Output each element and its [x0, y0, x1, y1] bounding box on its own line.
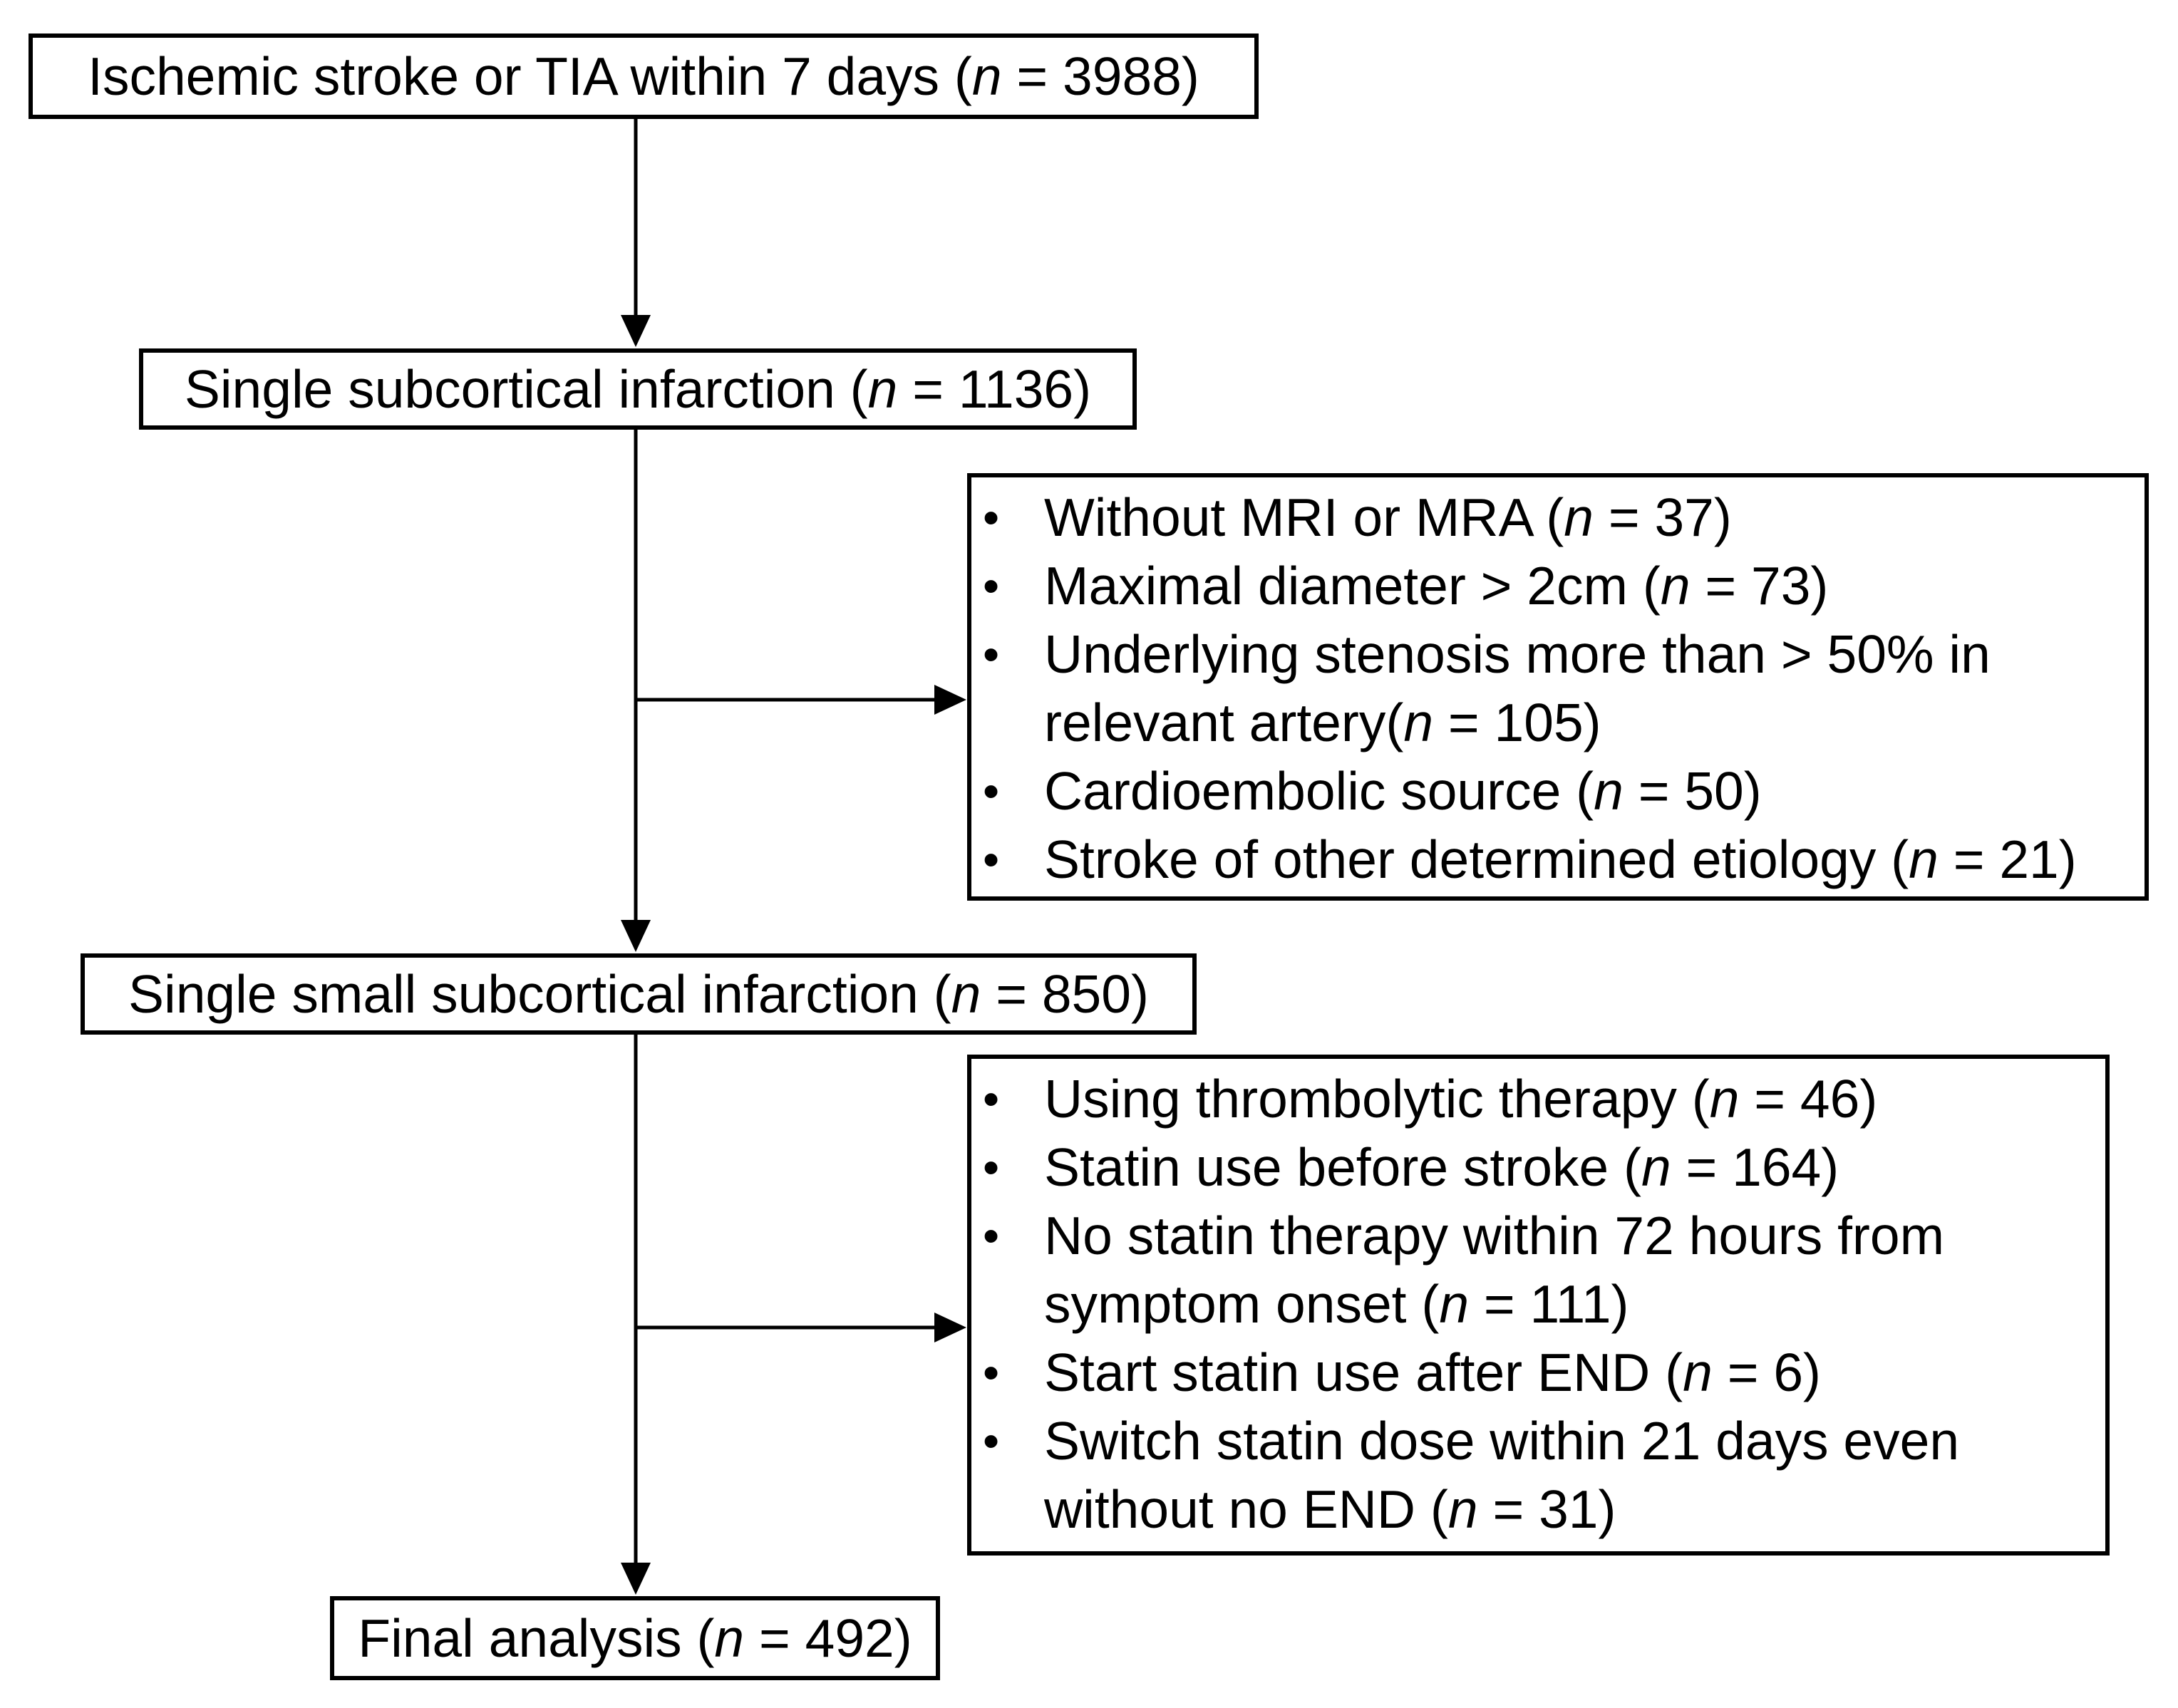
n-italic: n: [1709, 1069, 1740, 1129]
arrowhead-branch-exclusions1: [934, 685, 966, 715]
bullet-icon: •: [983, 833, 1000, 886]
n-italic: n: [714, 1608, 745, 1668]
exclusion-text: Switch statin dose within 21 days even: [1044, 1410, 1959, 1471]
text-segment: = 21): [1938, 829, 2077, 889]
text-segment: Using thrombolytic therapy (: [1044, 1069, 1710, 1129]
exclusion-text: Using thrombolytic therapy (n = 46): [1044, 1068, 1877, 1129]
text-segment: = 111): [1469, 1274, 1629, 1334]
flow-box-ischemic-stroke: Ischemic stroke or TIA within 7 days (n …: [29, 33, 1259, 119]
arrowhead-box2-box3: [621, 920, 651, 952]
text-segment: Single subcortical infarction (: [184, 358, 868, 419]
bullet-icon: •: [983, 1209, 1000, 1262]
exclusion-text: Stroke of other determined etiology (n =…: [1044, 829, 2077, 890]
exclusion-text: without no END (n = 31): [1044, 1479, 1616, 1540]
n-italic: n: [1447, 1479, 1478, 1539]
n-italic: n: [1564, 487, 1594, 547]
exclusion-item: • Without MRI or MRA (n = 37): [971, 483, 2145, 552]
text-segment: relevant artery(: [1044, 693, 1404, 752]
exclusion-item: • Underlying stenosis more than > 50% in: [971, 620, 2145, 688]
exclusion-box-treatment-criteria: • Using thrombolytic therapy (n = 46) • …: [967, 1055, 2110, 1556]
exclusion-text: Cardioembolic source (n = 50): [1044, 760, 1762, 822]
text-segment: = 46): [1739, 1069, 1878, 1129]
exclusion-item-continuation: relevant artery(n = 105): [971, 688, 2145, 757]
flow-box-final-analysis: Final analysis (n = 492): [330, 1596, 940, 1680]
text-segment: Stroke of other determined etiology (: [1044, 829, 1909, 889]
exclusion-text: relevant artery(n = 105): [1044, 692, 1601, 753]
exclusion-item: • Statin use before stroke (n = 164): [971, 1133, 2105, 1201]
n-italic: n: [1641, 1137, 1671, 1197]
flow-box-text: Final analysis (n = 492): [358, 1611, 912, 1665]
bullet-icon: •: [983, 765, 1000, 817]
text-segment: = 50): [1623, 761, 1762, 821]
bullet-icon: •: [983, 491, 1000, 544]
text-segment: Single small subcortical infarction (: [128, 963, 951, 1024]
bullet-icon: •: [983, 628, 1000, 680]
n-italic: n: [951, 963, 981, 1024]
text-segment: without no END (: [1044, 1479, 1448, 1539]
bullet-icon: •: [983, 1346, 1000, 1399]
flow-box-single-subcortical-infarction: Single subcortical infarction (n = 1136): [139, 348, 1137, 430]
exclusion-box-imaging-criteria: • Without MRI or MRA (n = 37) • Maximal …: [967, 473, 2149, 901]
arrowhead-branch-exclusions2: [934, 1313, 966, 1342]
n-italic: n: [1909, 829, 1939, 889]
text-segment: = 37): [1594, 487, 1732, 547]
exclusion-text: Without MRI or MRA (n = 37): [1044, 487, 1732, 548]
text-segment: = 6): [1712, 1342, 1822, 1402]
text-segment: No statin therapy within 72 hours from: [1044, 1206, 1945, 1266]
exclusion-item: • Stroke of other determined etiology (n…: [971, 825, 2145, 894]
bullet-icon: •: [983, 1414, 1000, 1467]
text-segment: Without MRI or MRA (: [1044, 487, 1564, 547]
n-italic: n: [1660, 556, 1691, 616]
text-segment: symptom onset (: [1044, 1274, 1440, 1334]
text-segment: = 492): [744, 1608, 912, 1668]
n-italic: n: [1439, 1274, 1470, 1334]
flow-box-text: Single small subcortical infarction (n =…: [128, 967, 1149, 1021]
exclusion-item: • Maximal diameter > 2cm (n = 73): [971, 552, 2145, 620]
exclusion-text: symptom onset (n = 111): [1044, 1273, 1629, 1335]
exclusion-text: Statin use before stroke (n = 164): [1044, 1137, 1839, 1198]
flow-box-text: Single subcortical infarction (n = 1136): [185, 362, 1091, 416]
text-segment: = 105): [1433, 693, 1601, 752]
exclusion-item-continuation: symptom onset (n = 111): [971, 1270, 2105, 1338]
text-segment: Cardioembolic source (: [1044, 761, 1594, 821]
text-segment: Ischemic stroke or TIA within 7 days (: [88, 46, 972, 106]
exclusion-text: Underlying stenosis more than > 50% in: [1044, 623, 1991, 685]
text-segment: = 850): [981, 963, 1149, 1024]
text-segment: = 164): [1671, 1137, 1839, 1197]
n-italic: n: [1683, 1342, 1713, 1402]
exclusion-item: • Switch statin dose within 21 days even: [971, 1407, 2105, 1475]
exclusion-text: No statin therapy within 72 hours from: [1044, 1205, 1944, 1266]
text-segment: Statin use before stroke (: [1044, 1137, 1641, 1197]
text-segment: = 73): [1690, 556, 1829, 616]
arrowhead-box1-box2: [621, 315, 651, 347]
exclusion-text: Maximal diameter > 2cm (n = 73): [1044, 555, 1828, 616]
arrowhead-box3-box4: [621, 1563, 651, 1595]
exclusion-item-continuation: without no END (n = 31): [971, 1475, 2105, 1543]
flow-box-single-small-subcortical-infarction: Single small subcortical infarction (n =…: [81, 953, 1197, 1035]
exclusion-text: Start statin use after END (n = 6): [1044, 1342, 1821, 1403]
text-segment: = 1136): [897, 358, 1092, 419]
n-italic: n: [1403, 693, 1434, 752]
bullet-icon: •: [983, 1072, 1000, 1125]
bullet-icon: •: [983, 559, 1000, 612]
exclusion-item: • Using thrombolytic therapy (n = 46): [971, 1065, 2105, 1133]
n-italic: n: [867, 358, 898, 419]
text-segment: Start statin use after END (: [1044, 1342, 1683, 1402]
flow-box-text: Ischemic stroke or TIA within 7 days (n …: [88, 49, 1199, 103]
n-italic: n: [1594, 761, 1624, 821]
exclusion-item: • Start statin use after END (n = 6): [971, 1338, 2105, 1407]
exclusion-item: • Cardioembolic source (n = 50): [971, 757, 2145, 825]
text-segment: Final analysis (: [358, 1608, 715, 1668]
bullet-icon: •: [983, 1141, 1000, 1194]
text-segment: Switch statin dose within 21 days even: [1044, 1411, 1960, 1471]
n-italic: n: [971, 46, 1002, 106]
text-segment: = 31): [1477, 1479, 1616, 1539]
text-segment: Maximal diameter > 2cm (: [1044, 556, 1661, 616]
text-segment: Underlying stenosis more than > 50% in: [1044, 624, 1991, 684]
text-segment: = 3988): [1001, 46, 1199, 106]
exclusion-item: • No statin therapy within 72 hours from: [971, 1201, 2105, 1270]
